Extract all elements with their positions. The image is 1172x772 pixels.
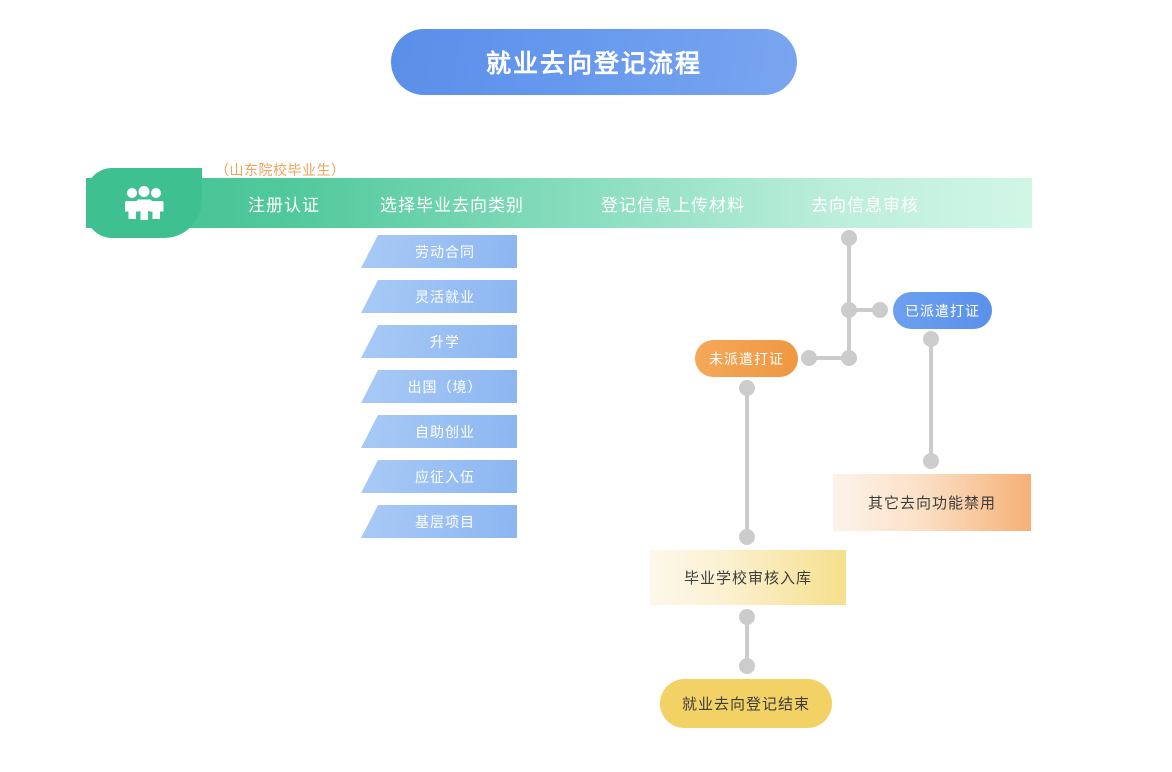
category-item-5[interactable]: 应征入伍 [361,460,517,493]
category-label: 应征入伍 [415,468,475,485]
category-item-4[interactable]: 自助创业 [361,415,517,448]
node-label: 已派遣打证 [905,302,980,319]
node-label: 就业去向登记结束 [681,696,810,713]
category-list: 劳动合同 灵活就业 升学 出国（境） 自助创业 应征入伍 基层项目 [361,235,517,550]
category-item-6[interactable]: 基层项目 [361,505,517,538]
banner-step-0[interactable]: 注册认证 [248,195,320,215]
node-label: 毕业学校审核入库 [683,570,812,587]
category-item-3[interactable]: 出国（境） [361,370,517,403]
category-label: 灵活就业 [415,288,475,305]
banner-note: （山东院校毕业生） [215,162,346,178]
node-not-dispatched[interactable]: 未派遣打证 [695,340,798,377]
category-label: 升学 [430,333,460,350]
process-banner [86,178,1032,228]
banner-step-2[interactable]: 登记信息上传材料 [601,195,745,215]
node-end[interactable]: 就业去向登记结束 [660,679,832,728]
node-dispatched[interactable]: 已派遣打证 [893,292,992,329]
people-group-icon [123,186,165,220]
banner-badge [86,168,202,238]
node-school-review[interactable]: 毕业学校审核入库 [650,550,846,605]
category-label: 基层项目 [415,513,475,530]
category-label: 出国（境） [407,378,483,395]
category-item-0[interactable]: 劳动合同 [361,235,517,268]
page-title: 就业去向登记流程 [485,50,702,78]
category-label: 自助创业 [415,423,475,440]
node-label: 未派遣打证 [709,350,784,367]
banner-step-1[interactable]: 选择毕业去向类别 [380,195,524,215]
node-other-disabled[interactable]: 其它去向功能禁用 [833,474,1031,531]
flowchart-title-pill: 就业去向登记流程 [391,29,797,95]
category-item-1[interactable]: 灵活就业 [361,280,517,313]
banner-step-3[interactable]: 去向信息审核 [811,195,919,215]
category-item-2[interactable]: 升学 [361,325,517,358]
banner-step-list: 注册认证 选择毕业去向类别 登记信息上传材料 去向信息审核 [210,178,1032,228]
node-label: 其它去向功能禁用 [867,495,996,512]
category-label: 劳动合同 [415,243,475,260]
